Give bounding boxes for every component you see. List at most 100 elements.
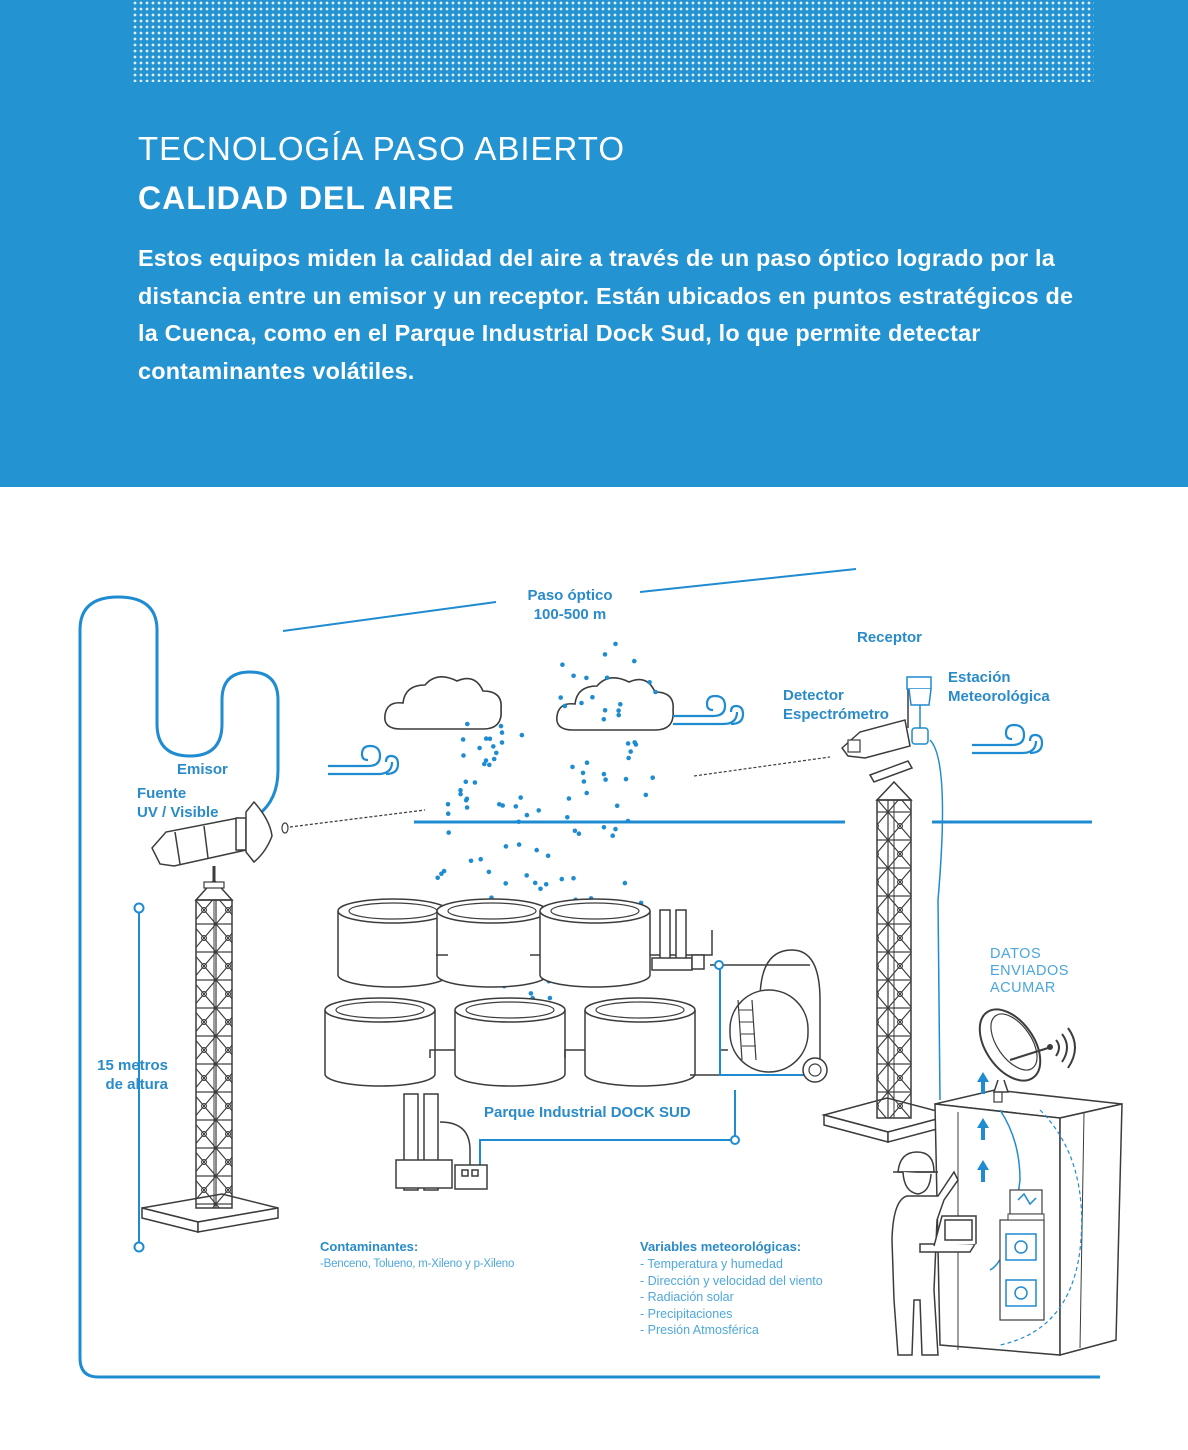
particle — [491, 756, 497, 762]
particle — [477, 745, 482, 751]
particle — [565, 815, 570, 820]
particle — [584, 760, 590, 765]
particle — [463, 797, 469, 803]
particle — [625, 818, 631, 824]
particle — [622, 880, 628, 886]
tank-icon — [454, 997, 566, 1087]
weather-station-label: Estación Meteorológica — [948, 669, 1050, 705]
particle — [518, 795, 523, 800]
particle — [647, 680, 652, 685]
particle — [516, 819, 521, 825]
particle — [464, 805, 470, 810]
particle — [461, 753, 466, 758]
particle — [603, 777, 608, 782]
particle — [458, 791, 463, 797]
emitter-device — [151, 800, 289, 867]
optical-path-label: Paso óptico 100-500 m — [527, 587, 613, 623]
wind-icon — [970, 723, 1044, 755]
gas-tank — [729, 949, 828, 1083]
header-subtitle: TECNOLOGÍA PASO ABIERTO — [138, 130, 625, 167]
particle — [572, 828, 578, 834]
particle — [483, 736, 489, 741]
particle — [499, 730, 505, 735]
tank-icon — [539, 898, 651, 988]
particle — [625, 741, 631, 746]
tank-icon — [324, 997, 436, 1087]
particle — [524, 873, 529, 878]
particle — [580, 770, 586, 776]
particle — [618, 702, 623, 707]
data-cabinet — [934, 1089, 1123, 1356]
particle — [570, 764, 575, 770]
particle — [613, 641, 618, 647]
particle — [604, 675, 610, 681]
particle — [458, 788, 463, 793]
particle — [468, 858, 474, 864]
particle — [602, 708, 608, 713]
particle — [626, 755, 631, 761]
particle — [445, 811, 451, 816]
particle — [472, 780, 478, 785]
particle — [463, 779, 469, 785]
particle — [528, 991, 534, 996]
particle — [494, 750, 499, 756]
tank-icon — [337, 898, 449, 988]
particle — [487, 736, 493, 742]
tank-icon — [584, 997, 696, 1087]
particle — [632, 658, 637, 664]
particle — [483, 758, 489, 763]
particle — [435, 875, 441, 881]
chimneys — [651, 909, 705, 971]
particle — [623, 776, 629, 782]
particle — [487, 762, 492, 768]
diagram: Paso óptico 100-500 m Receptor Estación … — [0, 487, 1188, 1450]
particle — [560, 662, 565, 667]
receiver-tower — [821, 676, 955, 1143]
particle — [446, 830, 452, 835]
particle — [460, 737, 466, 742]
particle — [562, 703, 568, 709]
particle — [545, 853, 551, 859]
particle — [465, 721, 470, 727]
particle — [571, 673, 576, 679]
particle — [503, 844, 509, 849]
emitter-tower — [141, 866, 279, 1233]
list-item: - Dirección y velocidad del viento — [640, 1273, 823, 1288]
particle — [581, 779, 587, 784]
particle — [538, 886, 543, 892]
particle — [610, 833, 615, 838]
particle — [558, 695, 563, 700]
list-item: - Presión Atmosférica — [640, 1323, 759, 1337]
particle — [653, 689, 658, 695]
receiver-label: Receptor — [857, 629, 923, 646]
particle — [516, 842, 522, 847]
diagram-illustration — [78, 568, 1123, 1379]
particle — [616, 708, 621, 713]
particle — [478, 856, 484, 862]
particle — [571, 876, 576, 881]
particle — [524, 812, 530, 818]
height-label: 15 metros de altura — [97, 1057, 168, 1093]
particle — [543, 882, 549, 887]
particle — [566, 796, 572, 801]
wind-icon — [671, 694, 745, 726]
header-banner: TECNOLOGÍA PASO ABIERTO CALIDAD DEL AIRE… — [0, 0, 1188, 487]
particle — [439, 871, 444, 877]
cloud-icon — [555, 677, 674, 731]
particle — [590, 694, 595, 700]
wind-icon — [326, 744, 400, 776]
particle — [614, 803, 620, 809]
particle — [584, 675, 589, 681]
worker-icon — [891, 1151, 977, 1356]
particle — [519, 732, 525, 738]
dot-pattern — [132, 0, 1094, 82]
particle — [445, 801, 451, 807]
meteo-list: - Temperatura y humedad - Dirección y ve… — [640, 1256, 823, 1339]
pollutants-list: -Benceno, Tolueno, m-Xileno y p-Xileno — [320, 1256, 514, 1273]
industrial-park-label: Parque Industrial DOCK SUD — [484, 1104, 691, 1121]
particle — [486, 869, 492, 875]
particle — [601, 717, 607, 722]
satellite-dish-icon — [978, 1008, 1076, 1093]
list-item: - Radiación solar — [640, 1290, 734, 1304]
tank-icon — [436, 898, 548, 988]
